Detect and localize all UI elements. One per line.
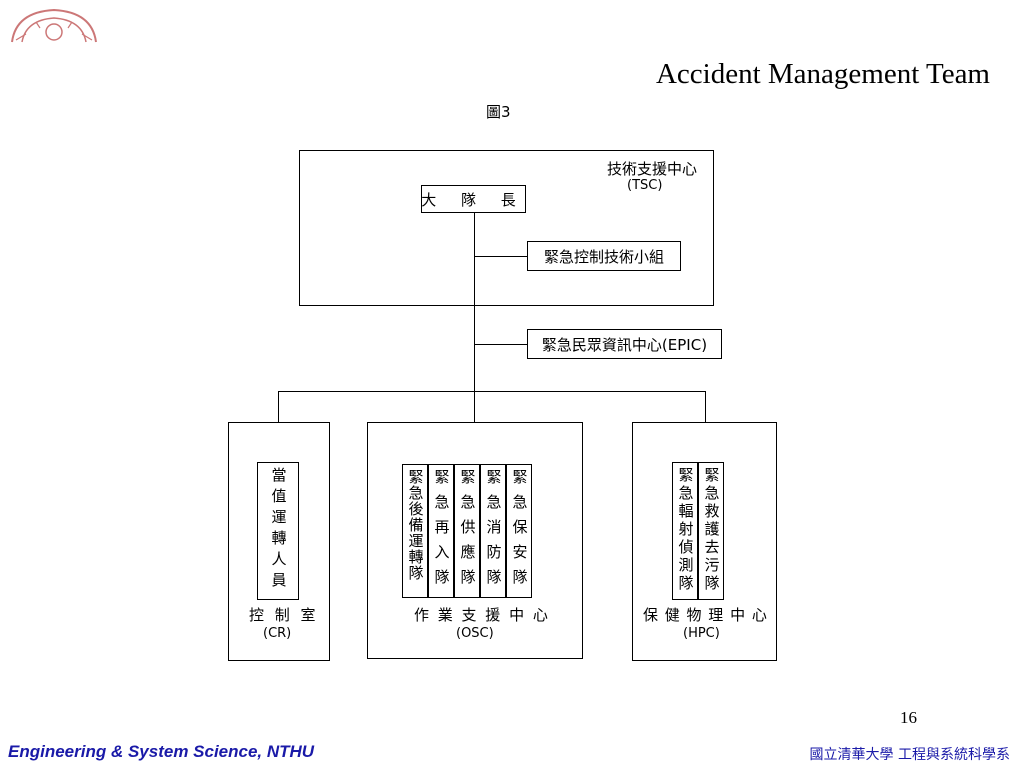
footer-department-english: Engineering & System Science, NTHU bbox=[8, 742, 315, 761]
hpc-unit-1: 緊急輻射偵測隊 bbox=[672, 462, 698, 600]
leader-label: 大 隊 長 bbox=[421, 190, 526, 209]
cr-drop-line bbox=[278, 391, 279, 422]
cr-name: 控 制 室 bbox=[249, 606, 319, 624]
osc-name: 作 業 支 援 中 心 bbox=[414, 606, 550, 624]
hpc-abbr: (HPC) bbox=[683, 626, 720, 641]
slide-title: Accident Management Team bbox=[655, 58, 990, 90]
epic-box: 緊急民眾資訊中心(EPIC) bbox=[527, 329, 722, 359]
osc-abbr: (OSC) bbox=[456, 626, 494, 641]
hpc-name: 保 健 物 理 中 心 bbox=[643, 606, 768, 624]
cr-unit: 當值運轉人員 bbox=[257, 462, 299, 600]
tech-group-label: 緊急控制技術小組 bbox=[543, 247, 664, 266]
epic-label: 緊急民眾資訊中心(EPIC) bbox=[541, 335, 708, 354]
osc-unit-2: 緊急再入隊 bbox=[428, 464, 454, 598]
leader-box: 大 隊 長 bbox=[421, 185, 526, 213]
page-number: 16 bbox=[900, 708, 917, 727]
tsc-name: 技術支援中心 bbox=[607, 160, 698, 178]
university-seal-logo bbox=[11, 8, 97, 43]
osc-unit-4: 緊急消防隊 bbox=[480, 464, 506, 598]
figure-label: 圖3 bbox=[486, 103, 511, 121]
epic-connector bbox=[474, 344, 527, 345]
tsc-box bbox=[299, 150, 714, 306]
cr-abbr: (CR) bbox=[263, 626, 292, 641]
tech-group-box: 緊急控制技術小組 bbox=[527, 241, 681, 271]
footer-department-chinese: 國立清華大學 工程與系統科學系 bbox=[809, 747, 1010, 763]
osc-box bbox=[367, 422, 583, 659]
osc-unit-3: 緊急供應隊 bbox=[454, 464, 480, 598]
cr-box bbox=[228, 422, 330, 661]
osc-unit-5: 緊急保安隊 bbox=[506, 464, 532, 598]
main-trunk-line bbox=[474, 213, 475, 464]
tsc-abbr: (TSC) bbox=[627, 178, 663, 193]
tech-group-connector bbox=[474, 256, 527, 257]
branch-line bbox=[278, 391, 705, 392]
hpc-unit-2: 緊急救護去污隊 bbox=[698, 462, 724, 600]
hpc-drop-line bbox=[705, 391, 706, 422]
hpc-box bbox=[632, 422, 777, 661]
osc-unit-1: 緊急後備運轉隊 bbox=[402, 464, 428, 598]
